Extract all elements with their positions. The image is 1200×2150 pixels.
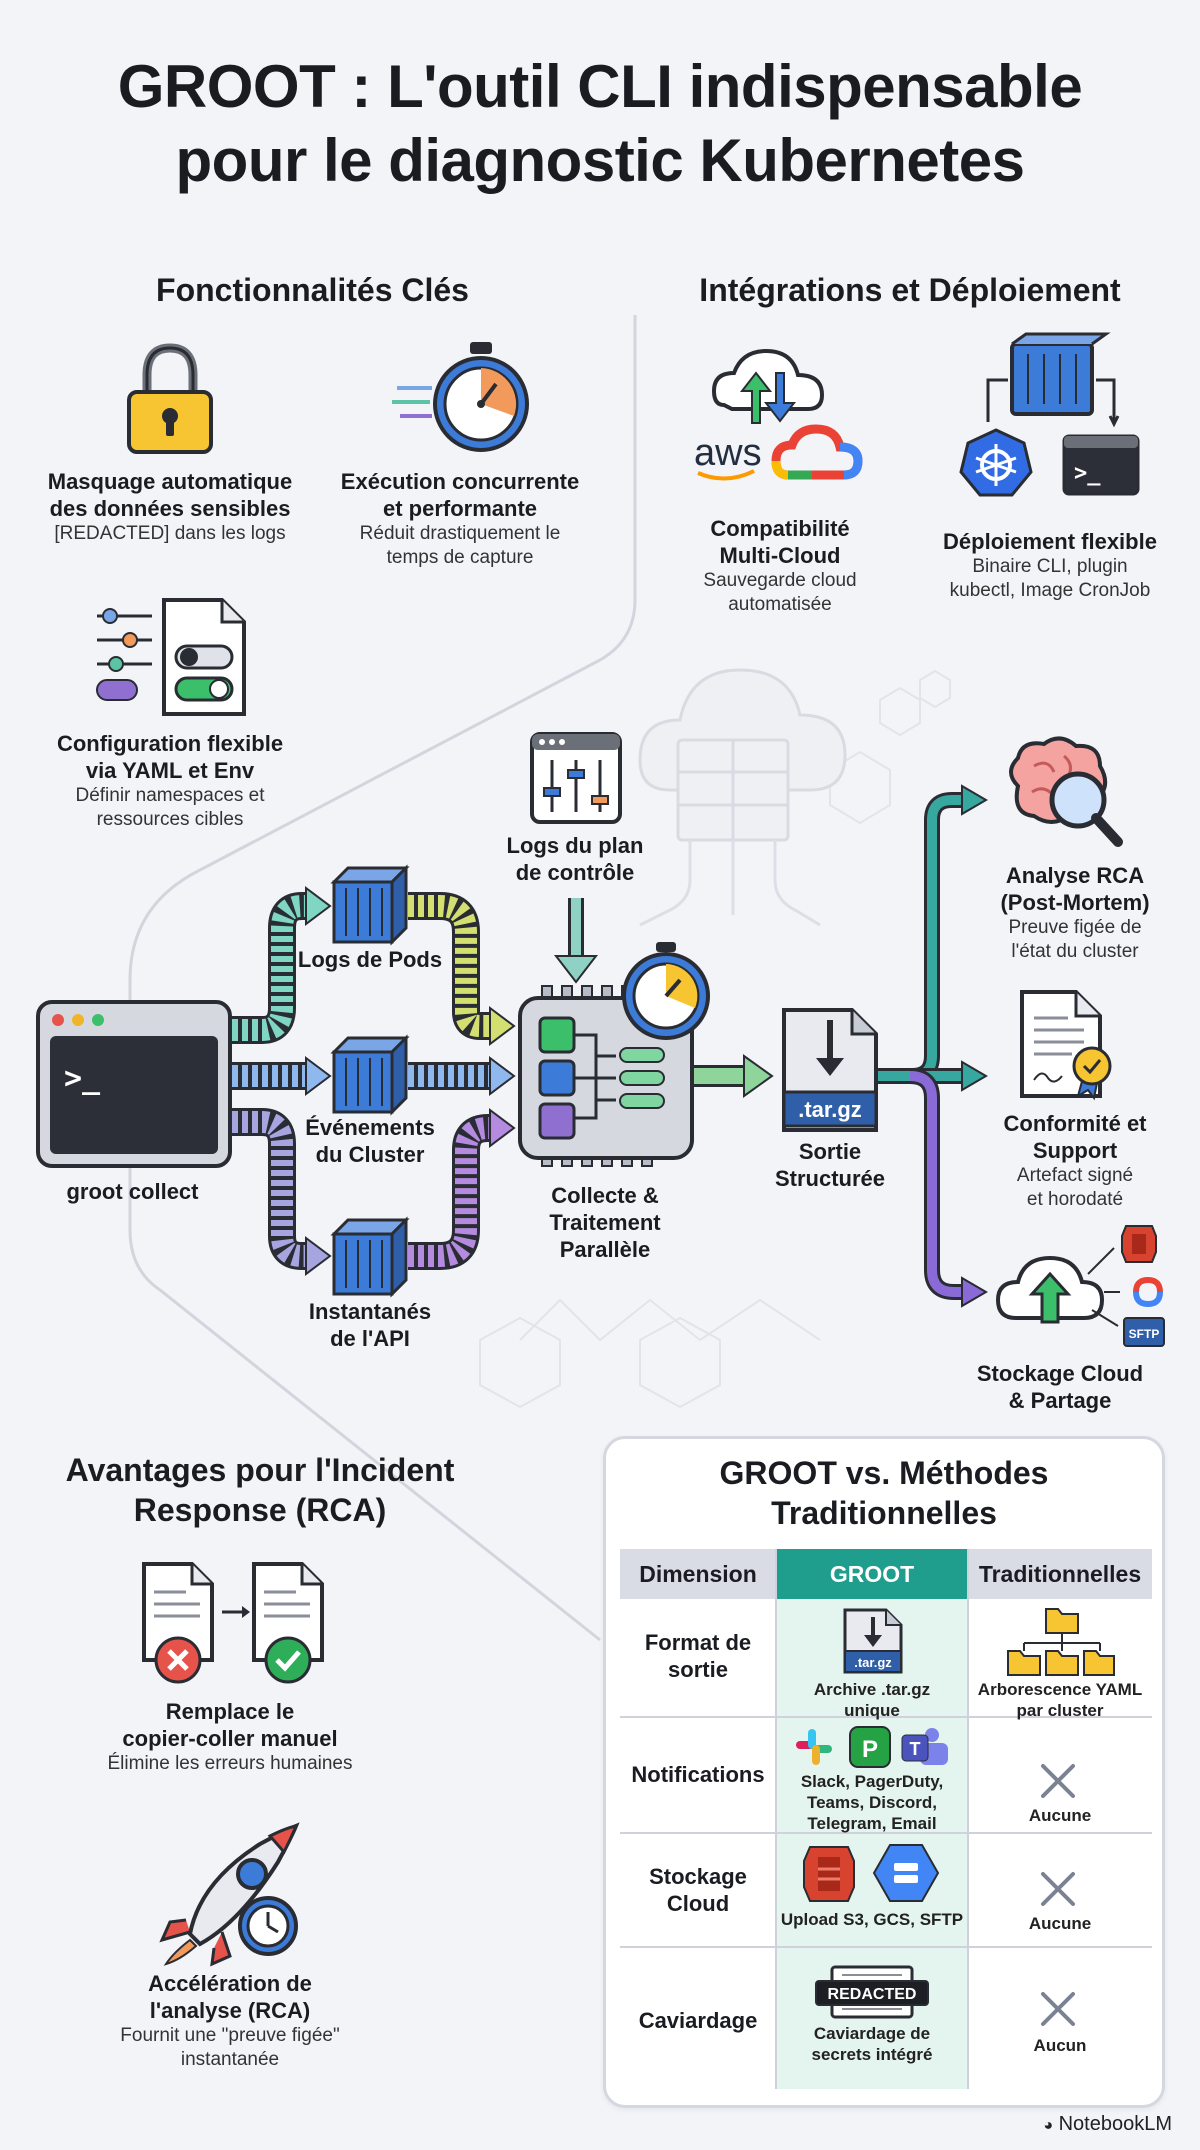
pagerduty-icon <box>849 1726 891 1768</box>
padlock-icon <box>127 343 213 454</box>
control-plane-icon <box>530 732 622 824</box>
svg-text:REDACTED: REDACTED <box>828 1986 917 2003</box>
api-container-icon <box>330 1216 410 1298</box>
row-format-label: Format de sortie <box>644 1630 752 1682</box>
svg-text:>_: >_ <box>64 1061 101 1096</box>
row-storage-groot: Upload S3, GCS, SFTP <box>780 1910 964 1929</box>
row-notifications-groot: Slack, PagerDuty, Teams, Discord, Telegr… <box>800 1772 944 1833</box>
row-redaction-groot: Caviardage de secrets intégré <box>811 2024 933 2064</box>
cross-icon <box>1041 1764 1075 1798</box>
row-storage-traditional: Aucune <box>1028 1914 1092 1933</box>
cross-icon <box>1041 1992 1075 2026</box>
svg-text:.tar.gz: .tar.gz <box>854 1655 892 1670</box>
processing-engine-icon <box>518 942 710 1167</box>
notebooklm-logo-icon: ◕ <box>1043 2117 1054 2134</box>
features-heading: Fonctionnalités Clés <box>156 272 469 308</box>
header-traditional: Traditionnelles <box>978 1560 1142 1587</box>
benefits-heading: Avantages pour l'Incident Response (RCA) <box>65 1452 455 1528</box>
gcs-icon <box>872 1844 940 1902</box>
deployment-icon: >_ <box>959 332 1140 497</box>
row-format-traditional: Arborescence YAML par cluster <box>977 1680 1143 1720</box>
groot-header-bg <box>776 1549 968 1599</box>
output-label: Sortie Structurée <box>774 1139 886 1191</box>
row-redaction-label: Caviardage <box>638 2008 758 2033</box>
integration-deployment: Déploiement flexible Binaire CLI, plugin… <box>943 529 1157 601</box>
row-storage-label: Stockage Cloud <box>649 1864 747 1916</box>
cli-terminal-icon[interactable]: >_ <box>36 1000 232 1168</box>
row-notifications-traditional: Aucune <box>1028 1806 1092 1825</box>
multicloud-icon: aws <box>694 348 863 481</box>
benefit-replace-copy-paste: Remplace le copier-coller manuel Élimine… <box>107 1699 353 1774</box>
s3-icon <box>803 1846 855 1902</box>
page-title: GROOT : L'outil CLI indispensable pour l… <box>117 53 1083 194</box>
rca-analysis: Analyse RCA (Post-Mortem) Preuve figée d… <box>1000 863 1150 962</box>
row-notifications-label: Notifications <box>631 1762 765 1787</box>
s3-gcs-icons <box>803 1844 940 1902</box>
feature-config: Configuration flexible via YAML et Env D… <box>56 731 284 830</box>
tar-gz-archive-icon: .tar.gz <box>843 1608 903 1674</box>
manual-vs-auto-docs-icon <box>142 1562 324 1684</box>
row-format-groot: Archive .tar.gz unique <box>813 1680 931 1720</box>
slack-pagerduty-teams-icons: P T <box>796 1726 948 1768</box>
benefit-rca-acceleration: Accélération de l'analyse (RCA) Fournit … <box>120 1971 340 2070</box>
svg-text:T: T <box>910 1739 921 1759</box>
cloud-storage-icon: SFTP <box>995 1225 1165 1347</box>
svg-text:P: P <box>862 1736 878 1763</box>
pods-label: Logs de Pods <box>297 947 443 972</box>
config-sliders-icon <box>96 598 246 716</box>
comparison-table: GROOT vs. Méthodes Traditionnelles Dimen… <box>603 1436 1165 2108</box>
processing-label: Collecte & Traitement Parallèle <box>549 1183 661 1262</box>
header-groot: GROOT <box>829 1560 915 1587</box>
feature-masking: Masquage automatique des données sensibl… <box>47 469 293 544</box>
header-dimension: Dimension <box>639 1560 757 1587</box>
slack-icon <box>796 1729 832 1765</box>
cloud-storage-sharing: Stockage Cloud & Partage <box>976 1361 1144 1413</box>
cross-icon <box>1041 1872 1075 1906</box>
yaml-tree-folders-icon <box>1007 1608 1115 1676</box>
row-redaction-traditional: Aucun <box>1033 2036 1087 2055</box>
redacted-doc-icon: REDACTED <box>815 1965 929 2019</box>
brain-magnifier-icon <box>1009 736 1123 847</box>
feature-concurrent: Exécution concurrente et performante Réd… <box>340 469 580 568</box>
cli-label: groot collect <box>66 1179 199 1204</box>
events-container-icon <box>330 1034 410 1116</box>
svg-text:aws: aws <box>694 432 762 474</box>
stopwatch-icon <box>392 342 529 452</box>
control-plane-label: Logs du plan de contrôle <box>506 833 644 885</box>
integrations-heading: Intégrations et Déploiement <box>699 272 1121 308</box>
compliance-support: Conformité et Support Artefact signé et … <box>1003 1111 1147 1210</box>
svg-text:SFTP: SFTP <box>1129 1327 1160 1341</box>
notebooklm-brand: ◕ NotebookLM <box>1043 2113 1172 2135</box>
svg-text:>_: >_ <box>1074 461 1101 486</box>
table-grid <box>620 1549 1152 2089</box>
certificate-icon <box>1020 990 1112 1101</box>
pods-container-icon <box>330 864 410 946</box>
events-label: Événements du Cluster <box>305 1115 435 1167</box>
rocket-stopwatch-icon <box>159 1822 300 1967</box>
svg-text:.tar.gz: .tar.gz <box>798 1097 862 1122</box>
comparison-title: GROOT vs. Méthodes Traditionnelles <box>719 1455 1049 1531</box>
tar-gz-file-icon: .tar.gz <box>782 1008 878 1132</box>
integration-multicloud: Compatibilité Multi-Cloud Sauvegarde clo… <box>703 516 857 615</box>
teams-icon: T <box>901 1728 948 1765</box>
api-label: Instantanés de l'API <box>308 1299 432 1351</box>
